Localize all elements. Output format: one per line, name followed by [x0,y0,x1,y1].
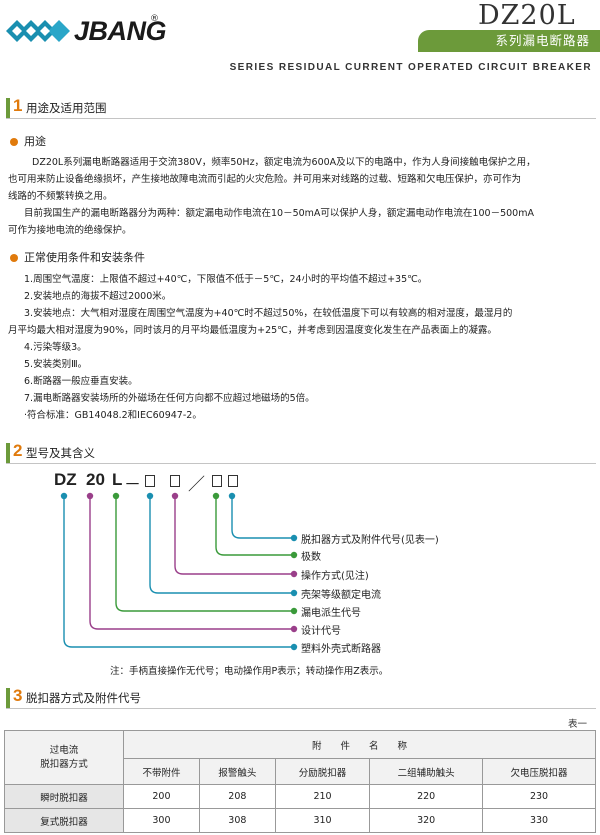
code-label: 漏电派生代号 [301,608,361,619]
code-placeholder-box [228,475,238,487]
paragraph-line: 线路的不频繁转换之用。 [8,191,113,202]
table-cell: 310 [274,808,371,833]
paragraph-line: DZ20L系列漏电断路器适用于交流380V，频率50Hz，额定电流为600A及以… [32,157,536,168]
section-number: 1 [13,96,23,115]
corner-header-line: 过电流 [49,744,79,756]
table-cell: 230 [482,784,596,809]
table-cell: 308 [198,808,276,833]
code-placeholder-box [170,475,180,487]
code-label: 操作方式(见注) [301,571,369,582]
code-label: 设计代号 [301,626,341,637]
section-1-header: 1 用途及适用范围 [6,96,596,119]
section-title: 型号及其含义 [26,446,95,460]
section-title: 脱扣器方式及附件代号 [26,691,141,705]
series-title-bar: 系列漏电断路器 [418,30,600,52]
section-title: 用途及适用范围 [26,101,107,115]
usage-text: DZ20L系列漏电断路器适用于交流380V，频率50Hz，额定电流为600A及以… [8,154,598,239]
operation-note: 注：手柄直接操作无代号；电动操作用P表示；转动操作用Z表示。 [110,666,389,677]
table-row: 瞬时脱扣器 200 208 210 220 230 [4,784,596,809]
conditions-title: 正常使用条件和安装条件 [24,251,145,264]
column-header: 报警触头 [198,758,276,785]
code-placeholder-box [212,475,222,487]
paragraph-line: 可作为接地电流的绝缘保护。 [8,225,132,236]
list-item: 6.断路器一般应垂直安装。 [24,376,138,387]
list-item: 1.周围空气温度：上限值不超过+40℃，下限值不低于－5℃，24小时的平均值不超… [24,274,428,285]
code-dash: － [124,475,141,494]
row-header: 瞬时脱扣器 [4,784,124,809]
column-header: 不带附件 [123,758,200,785]
table-cell: 320 [369,808,484,833]
list-item: 月平均最大相对湿度为90%，同时该月的月平均最低温度为+25℃，并考虑到因温度变… [8,325,497,336]
code-part-l: L [112,470,123,489]
paragraph-line: 目前我国生产的漏电断路器分为两种：额定漏电动作电流在10－50mA可以保护人身，… [24,208,534,219]
list-item: 3.安装地点：大气相对湿度在周围空气温度为+40℃时不超过50%，在较低温度下可… [24,308,513,319]
column-header: 欠电压脱扣器 [482,758,596,785]
group-header: 附 件 名 称 [123,730,596,759]
series-name: 系列漏电断路器 [495,33,590,48]
conditions-list: 1.周围空气温度：上限值不超过+40℃，下限值不低于－5℃，24小时的平均值不超… [8,271,599,424]
code-placeholder-box [145,475,155,487]
release-code-table: 过电流 脱扣器方式 附 件 名 称 不带附件 报警触头 分励脱扣器 二组辅助触头… [4,730,596,833]
corner-header-line: 脱扣器方式 [40,758,88,770]
usage-title: 用途 [24,135,46,148]
paragraph-line: 也可用来防止设备绝缘损坏，产生接地故障电流而引起的火灾危险。并可用来对线路的过载… [8,174,522,185]
column-header: 二组辅助触头 [369,758,484,785]
product-model: DZ20L [478,0,576,31]
row-header: 复式脱扣器 [4,808,124,833]
table-cell: 208 [198,784,276,809]
section-3-header: 3 脱扣器方式及附件代号 [6,686,596,709]
section-stripe [6,688,10,708]
code-label: 脱扣器方式及附件代号(见表一) [301,535,439,546]
code-part-dz: DZ [54,470,77,489]
code-slash: ／ [188,475,205,494]
list-item: 4.污染等级3。 [24,342,87,353]
table-cell: 330 [482,808,596,833]
list-item: 5.安装类别Ⅲ。 [24,359,88,370]
code-label: 塑料外壳式断路器 [301,644,381,655]
code-part-20: 20 [86,470,105,489]
english-subtitle: SERIES RESIDUAL CURRENT OPERATED CIRCUIT… [229,62,592,73]
table-cell: 200 [123,784,200,809]
table-tag: 表一 [568,719,588,730]
bullet-dot-icon [10,254,18,262]
list-item: ·符合标准：GB14048.2和IEC60947-2。 [24,410,202,421]
section-stripe [6,98,10,118]
section-stripe [6,443,10,463]
section-number: 3 [13,686,23,705]
list-item: 7.漏电断路器安装场所的外磁场在任何方向都不应超过地磁场的5倍。 [24,393,315,404]
bullet-dot-icon [10,138,18,146]
section-2-header: 2 型号及其含义 [6,441,596,464]
column-header: 分励脱扣器 [274,758,371,785]
table-cell: 300 [123,808,200,833]
corner-header: 过电流 脱扣器方式 [4,730,124,785]
table-cell: 220 [369,784,484,809]
table-cell: 210 [274,784,371,809]
code-label: 壳架等级额定电流 [301,590,381,601]
table-row: 复式脱扣器 300 308 310 320 330 [4,808,596,833]
list-item: 2.安装地点的海拔不超过2000米。 [24,291,172,302]
code-label: 极数 [301,552,321,563]
registered-mark: ® [150,14,159,24]
brand-logo-icon [6,20,70,42]
brand-name: JBANG [74,16,167,46]
section-number: 2 [13,441,23,460]
